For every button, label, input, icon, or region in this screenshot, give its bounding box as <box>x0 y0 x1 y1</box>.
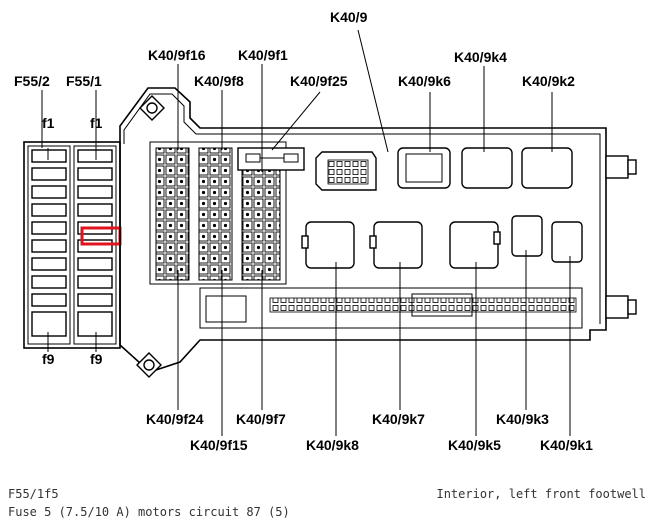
relay-k40-9k3 <box>511 215 543 257</box>
relay-k40-9k6 <box>397 147 451 189</box>
relay-k40-9k7 <box>369 221 423 269</box>
label-k40-9k5: K40/9k5 <box>448 437 501 453</box>
label-k40-9k1: K40/9k1 <box>540 437 593 453</box>
label-k40-9f1: K40/9f1 <box>238 47 288 63</box>
label-k40-9k4: K40/9k4 <box>454 49 507 65</box>
main-housing <box>119 87 637 378</box>
label-k40-9: K40/9 <box>330 9 368 25</box>
label-f9-left: f9 <box>42 351 55 367</box>
relay-k40-9k5 <box>449 221 501 269</box>
label-k40-9k7: K40/9k7 <box>372 411 425 427</box>
fuse-column-f55-2 <box>31 149 67 337</box>
label-f9-right: f9 <box>90 351 103 367</box>
caption-code: F55/1f5 <box>8 487 59 501</box>
label-k40-9k2: K40/9k2 <box>522 73 575 89</box>
label-k40-9f8: K40/9f8 <box>194 73 244 89</box>
label-k40-9k8: K40/9k8 <box>306 437 359 453</box>
caption-description: Fuse 5 (7.5/10 A) motors circuit 87 (5) <box>8 505 290 519</box>
label-k40-9f25: K40/9f25 <box>290 73 348 89</box>
label-f1-right: f1 <box>90 115 103 131</box>
label-k40-9k6: K40/9k6 <box>398 73 451 89</box>
label-k40-9f24: K40/9f24 <box>146 411 204 427</box>
mounting-hole-top <box>139 95 165 121</box>
fuse-grid-k40-9 <box>149 141 305 285</box>
caption-location: Interior, left front footwell <box>436 487 646 501</box>
label-k40-9f15: K40/9f15 <box>190 437 248 453</box>
label-k40-9f16: K40/9f16 <box>148 47 206 63</box>
label-k40-9f7: K40/9f7 <box>236 411 286 427</box>
component-labels: K40/9 K40/9f16 K40/9f1 K40/9k4 F55/2 F55… <box>14 9 593 453</box>
label-k40-9k3: K40/9k3 <box>496 411 549 427</box>
leader-lines <box>41 29 571 436</box>
caption: F55/1f5 Fuse 5 (7.5/10 A) motors circuit… <box>8 487 646 519</box>
label-f55-2: F55/2 <box>14 73 50 89</box>
relay-k40-9k2 <box>521 147 573 189</box>
fuse-column-f55-1 <box>77 149 113 337</box>
connector-strip <box>199 287 583 329</box>
connector-k40-9 <box>315 151 377 191</box>
relay-k40-9k4 <box>461 147 513 189</box>
relay-k40-9k1 <box>551 221 583 263</box>
label-f1-left: f1 <box>42 115 55 131</box>
fuse-block-f55 <box>23 141 122 349</box>
relay-k40-9k8 <box>301 221 355 269</box>
mounting-hole-bottom <box>136 352 162 378</box>
label-f55-1: F55/1 <box>66 73 102 89</box>
